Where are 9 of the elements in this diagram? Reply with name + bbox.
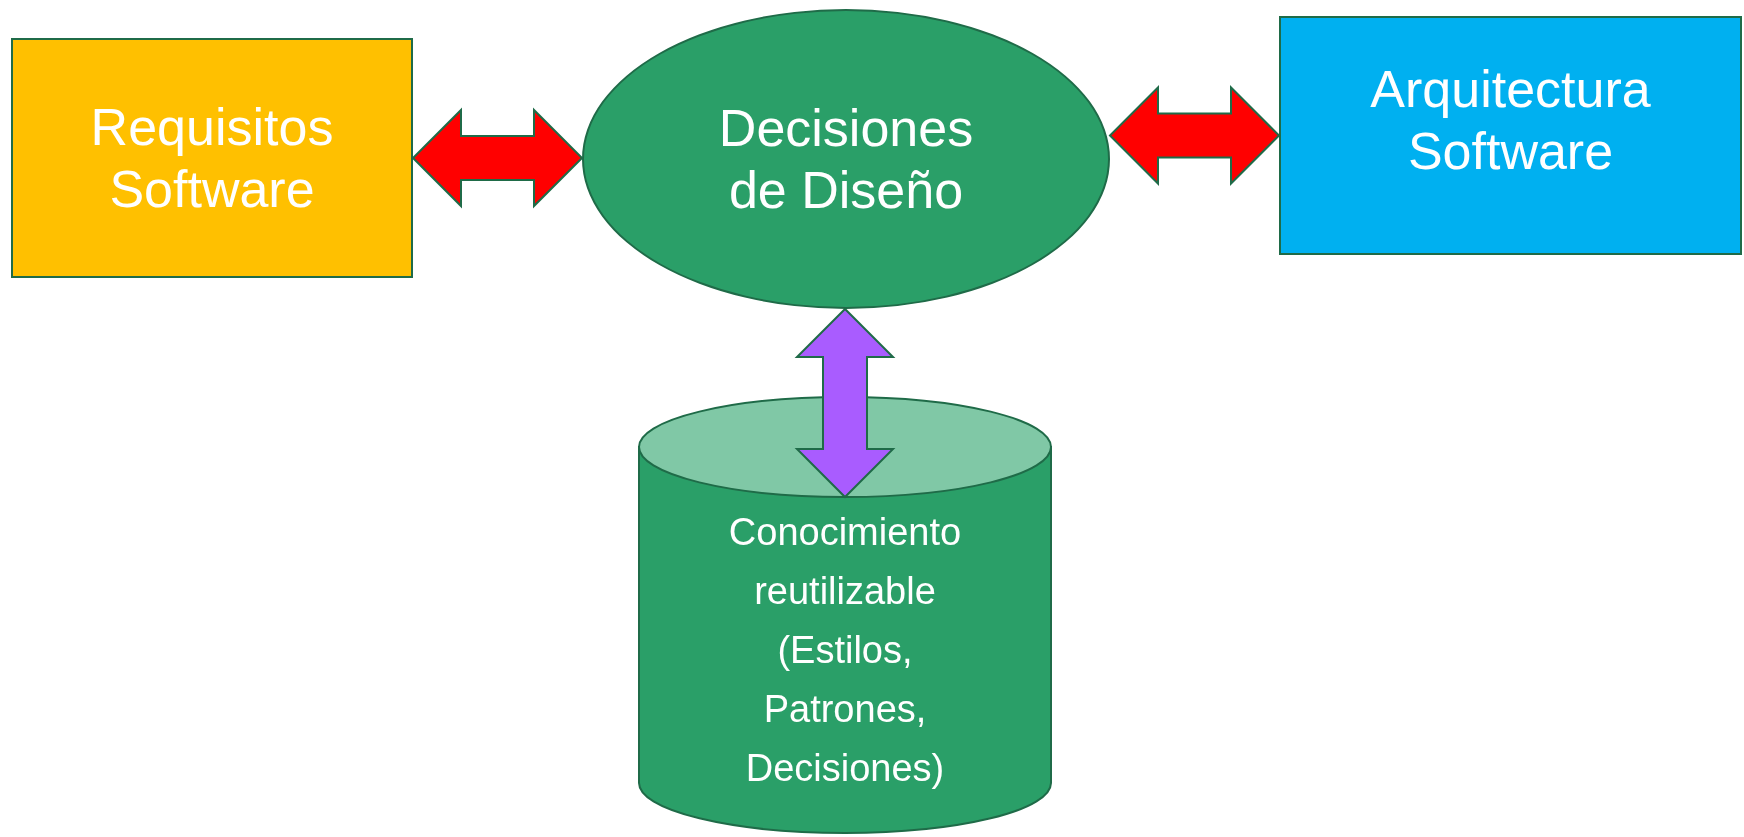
node-label: Conocimiento reutilizable (Estilos, Patrones, Decisiones) (727, 510, 963, 791)
process-box (11, 38, 413, 278)
node-label: Arquitectura Software (1369, 59, 1652, 183)
process-box (1279, 16, 1742, 255)
double-block-arrow (794, 307, 896, 499)
double-block-arrow (1108, 85, 1281, 186)
node-label: Decisiones de Diseño (717, 97, 975, 221)
double-block-arrow (411, 107, 584, 209)
node-label: Requisitos Software (89, 96, 335, 220)
